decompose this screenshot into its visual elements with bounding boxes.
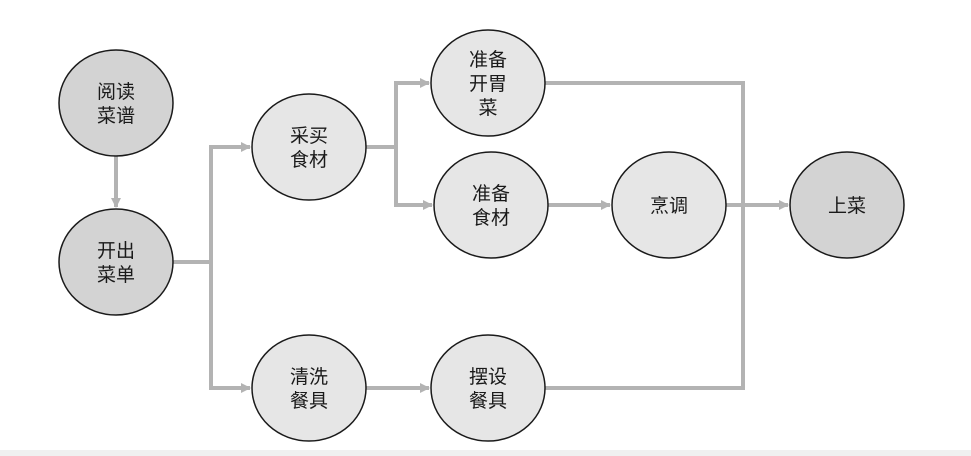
node-shape [251,334,367,442]
edge-set-table-to-serve [545,205,745,390]
node-shape [251,93,367,201]
node-shape [58,208,174,316]
node-label: 上菜 [828,195,866,217]
edge-prep-appetizer-to-serve [545,81,745,205]
nodes-layer: 阅读菜谱开出菜单采买食材准备开胃菜准备食材烹调上菜清洗餐具摆设餐具 [58,29,905,442]
edge-make-menu-to-wash-dishes [209,262,251,393]
node-label: 菜 [478,97,497,119]
node-shape [58,49,174,157]
node-label: 餐具 [290,390,328,412]
bottom-strip [0,450,971,456]
node-label: 烹调 [650,195,688,217]
node-label: 摆设 [469,366,507,388]
edge-buy-ingredients-to-prep-appetizer [366,78,430,149]
node-label: 食材 [290,149,328,171]
node-label: 准备 [469,49,507,71]
node-label: 清洗 [290,366,328,388]
node-label: 开胃 [469,73,507,95]
node-shape [430,334,546,442]
node-label: 准备 [472,183,510,205]
edges-layer [111,78,789,393]
edge-buy-ingredients-to-prep-ingredients [394,147,433,210]
node-shape [611,151,727,259]
node-shape [433,151,549,259]
node-label: 菜谱 [97,105,135,127]
node-label: 阅读 [97,81,135,103]
node-label: 开出 [97,240,135,262]
edge-make-menu-to-buy-ingredients [173,142,251,264]
node-label: 采买 [290,125,328,147]
node-serve[interactable]: 上菜 [789,151,905,259]
node-label: 餐具 [469,390,507,412]
node-shape [430,29,546,137]
node-label: 菜单 [97,264,135,286]
node-label: 食材 [472,207,510,229]
node-cook[interactable]: 烹调 [611,151,727,259]
node-shape [789,151,905,259]
